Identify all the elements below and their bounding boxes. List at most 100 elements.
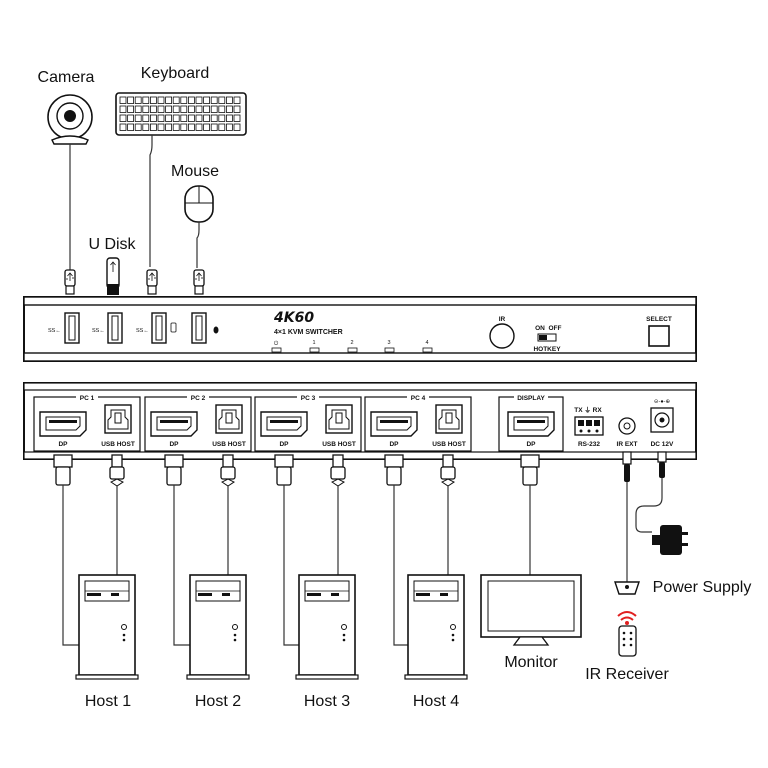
host4-pc-icon — [404, 574, 468, 680]
pc1-label: PC 1 — [80, 395, 95, 402]
mouse-usb-plug — [193, 269, 205, 295]
host4-usb-plug — [440, 454, 456, 496]
keyboard-key — [225, 114, 233, 122]
keyboard-key — [127, 123, 134, 131]
keyboard-key — [233, 105, 241, 113]
keyboard-key — [180, 96, 188, 104]
select-button[interactable] — [648, 325, 670, 347]
hotkey-label: HOTKEY — [533, 346, 561, 353]
keyboard-label: Keyboard — [141, 65, 210, 82]
front-panel: SS← SS← SS← 4K60 4×1 KVM SWITCHER ⏻ 1 2 … — [23, 296, 697, 362]
host1-pc-icon — [75, 574, 139, 680]
keyboard-key — [225, 96, 233, 104]
keyboard-key — [119, 96, 127, 104]
host1-usb-plug — [109, 454, 125, 496]
mouse-port-icon — [213, 326, 219, 334]
usb-disk-icon — [106, 257, 120, 295]
keyboard-key — [119, 123, 127, 131]
keyboard-icon — [115, 92, 247, 267]
monitor-label: Monitor — [504, 654, 558, 671]
power-supply-cable — [635, 451, 667, 533]
keyboard-key — [203, 105, 211, 113]
mouse-icon — [184, 185, 214, 268]
keyboard-usb-plug — [146, 269, 158, 295]
led-3 — [384, 347, 395, 353]
host-cables — [62, 495, 531, 646]
keyboard-key — [180, 114, 188, 122]
keyboard-key — [172, 96, 180, 104]
udisk-port-icon — [170, 322, 177, 333]
keyboard-key — [157, 114, 165, 122]
keyboard-key — [165, 96, 173, 104]
keyboard-key — [157, 96, 165, 104]
host4-dp-plug — [384, 454, 404, 496]
keyboard-key — [203, 123, 211, 131]
ir-receiver-cable — [614, 451, 640, 595]
keyboard-key — [134, 114, 142, 122]
host2-label: Host 2 — [195, 693, 241, 710]
keyboard-key — [142, 123, 150, 131]
keyboard-key — [203, 114, 211, 122]
host3-label: Host 3 — [304, 693, 350, 710]
led2-label: 2 — [350, 340, 353, 346]
keyboard-key — [195, 105, 203, 113]
pc3-usb-host-label: USB HOST — [322, 441, 356, 448]
keyboard-key — [119, 114, 127, 122]
keyboard-key — [165, 105, 173, 113]
rs232-terminal — [574, 416, 604, 436]
ir-ext-label: IR EXT — [617, 441, 638, 448]
host1-dp-plug — [53, 454, 73, 496]
select-label: SELECT — [646, 316, 672, 323]
display-label: DISPLAY — [517, 395, 545, 402]
keyboard-key — [157, 105, 165, 113]
keyboard-key — [195, 96, 203, 104]
usb3-logo-2: SS← — [92, 328, 105, 334]
keyboard-key — [210, 114, 218, 122]
camera-usb-plug — [64, 269, 76, 295]
keyboard-key — [203, 96, 211, 104]
keyboard-key — [157, 123, 165, 131]
keyboard-key — [142, 105, 150, 113]
keyboard-key — [218, 96, 226, 104]
keyboard-key — [172, 114, 180, 122]
keyboard-key — [149, 105, 157, 113]
svg-text:⊝-●-⊕: ⊝-●-⊕ — [654, 399, 670, 405]
keyboard-key — [165, 123, 173, 131]
host1-label: Host 1 — [85, 693, 131, 710]
keyboard-key — [180, 105, 188, 113]
led-2 — [347, 347, 358, 353]
rs232-label: RS-232 — [578, 441, 600, 448]
host2-dp-plug — [164, 454, 184, 496]
keyboard-key — [134, 105, 142, 113]
led-1 — [309, 347, 320, 353]
keyboard-key — [134, 96, 142, 104]
keyboard-key — [127, 105, 134, 113]
usb3-logo: SS← — [48, 328, 61, 334]
monitor-dp-plug — [520, 454, 540, 496]
host3-usb-plug — [330, 454, 346, 496]
keyboard-key — [119, 105, 127, 113]
hotkey-on-label: ON — [535, 325, 545, 332]
pc1-port-group — [33, 396, 141, 452]
rs232-pins-label: TX ⏚ RX — [574, 406, 602, 414]
keyboard-key — [149, 123, 157, 131]
pc4-dp-label: DP — [389, 441, 399, 448]
mouse-label: Mouse — [171, 163, 219, 180]
pc2-usb-host-label: USB HOST — [212, 441, 246, 448]
keyboard-key — [233, 114, 241, 122]
power-led-label: ⏻ — [274, 340, 279, 347]
power-adapter-icon — [652, 525, 688, 555]
keyboard-key — [142, 114, 150, 122]
host4-label: Host 4 — [413, 693, 459, 710]
keyboard-key — [195, 123, 203, 131]
keyboard-key — [187, 114, 195, 122]
keyboard-key — [233, 96, 241, 104]
host2-usb-plug — [220, 454, 236, 496]
pc4-label: PC 4 — [411, 395, 426, 402]
keyboard-key — [210, 123, 218, 131]
pc2-dp-label: DP — [169, 441, 179, 448]
led-4 — [422, 347, 433, 353]
usb3-logo-3: SS← — [136, 328, 149, 334]
led4-label: 4 — [425, 340, 428, 346]
